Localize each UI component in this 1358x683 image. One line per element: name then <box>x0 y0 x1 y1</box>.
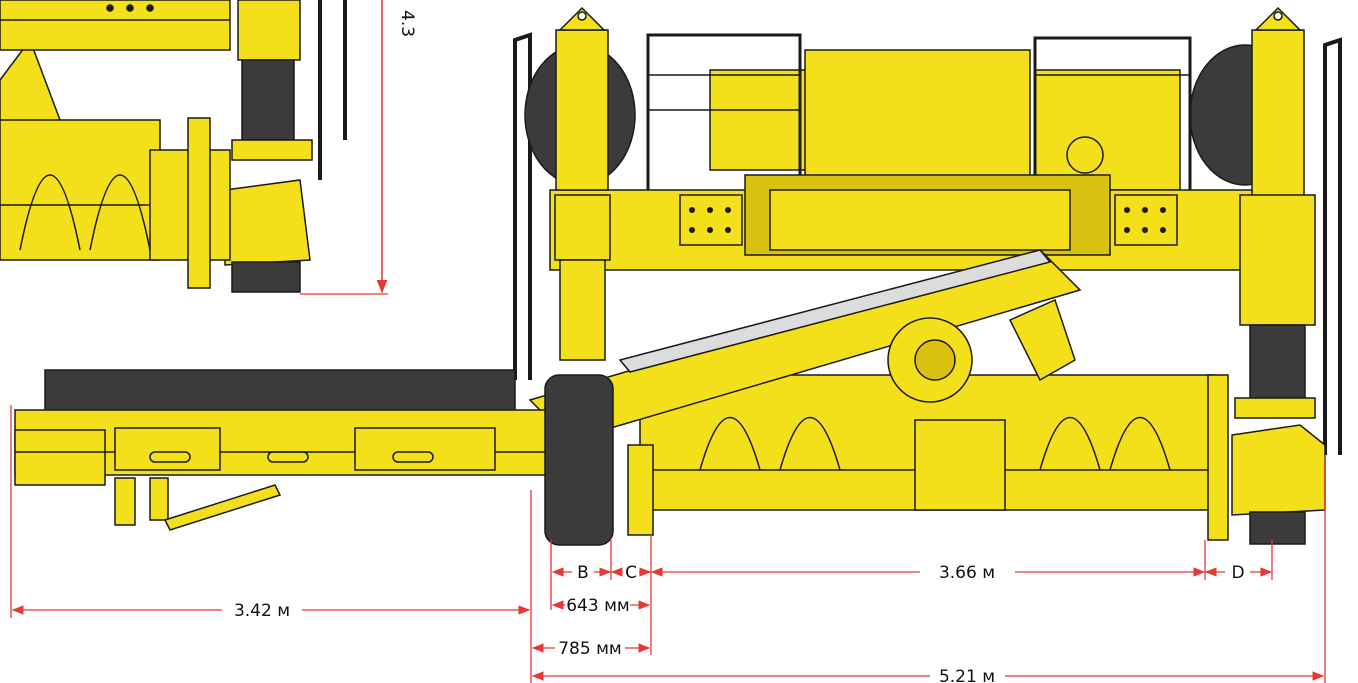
dim-label-b: B <box>577 563 589 583</box>
paver-main-body <box>14 6 1342 546</box>
dim-label-521: 5.21 м <box>939 667 995 683</box>
dim-label-643: 643 мм <box>566 596 630 616</box>
side-view-partial <box>0 0 347 293</box>
dimension-lines <box>10 405 1326 683</box>
height-label: 4.3 <box>397 10 417 37</box>
dim-label-d: D <box>1231 563 1244 583</box>
height-dimension: 4.3 <box>300 0 417 295</box>
dim-label-c: C <box>625 563 637 583</box>
dim-label-342: 3.42 м <box>234 601 290 621</box>
dim-label-785: 785 мм <box>558 639 622 659</box>
dim-label-366: 3.66 м <box>939 563 995 583</box>
